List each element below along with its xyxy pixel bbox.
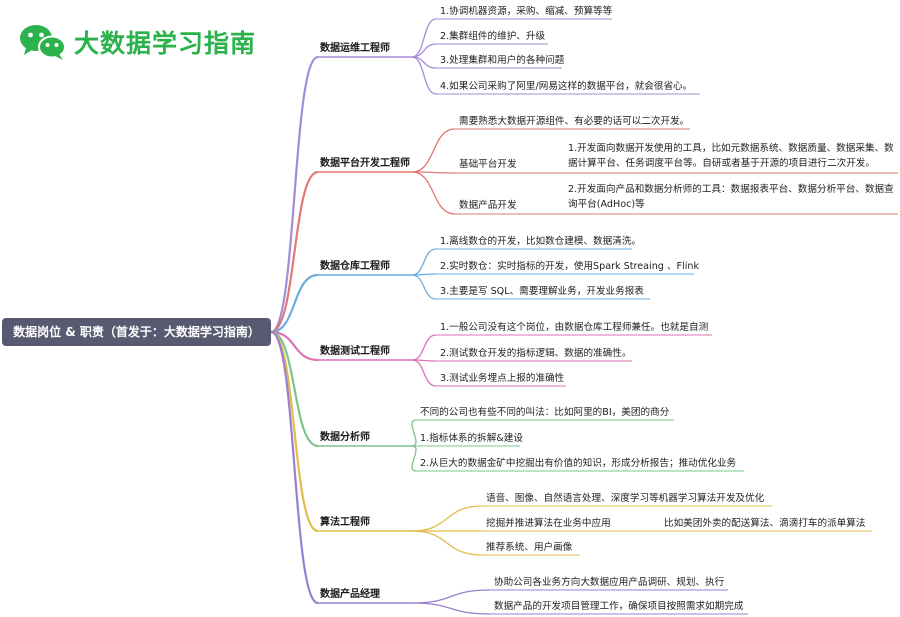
leaf-line-3-2 bbox=[411, 359, 437, 387]
pm-item-2: 数据产品的开发项目管理工作，确保项目按照需求如期完成 bbox=[494, 601, 744, 612]
branch-line-6 bbox=[270, 330, 319, 605]
warehouse-item-2: 2.实时数仓：实时指标的开发，使用Spark Streaing 、Flink bbox=[440, 261, 699, 272]
wechat-icon bbox=[20, 25, 66, 60]
branch-line-4 bbox=[270, 330, 319, 448]
leaf-line-3-0 bbox=[411, 334, 437, 361]
ops-item-1: 1.协调机器资源，采购、缩减、预算等等 bbox=[440, 6, 613, 17]
algo-item-1: 语音、图像、自然语言处理、深度学习等机器学习算法开发及优化 bbox=[486, 493, 765, 504]
ops-item-4: 4.如果公司采购了阿里/网易这样的数据平台，就会很省心。 bbox=[440, 81, 693, 92]
warehouse-item-1: 1.离线数仓的开发，比如数仓建模、数据清洗。 bbox=[440, 236, 642, 247]
leaf-line-1-0 bbox=[411, 128, 456, 173]
platform-sub-base: 基础平台开发 bbox=[459, 159, 517, 170]
analyst-item-intro: 不同的公司也有些不同的叫法：比如阿里的BI，美团的商分 bbox=[420, 407, 670, 418]
role-platform-engineer: 数据平台开发工程师 bbox=[320, 158, 410, 169]
analyst-item-2: 2.从巨大的数据金矿中挖掘出有价值的知识，形成分析报告；推动优化业务 bbox=[420, 458, 737, 469]
leaf-line-6-0 bbox=[411, 589, 491, 604]
role-algorithm-engineer: 算法工程师 bbox=[320, 517, 370, 528]
test-item-2: 2.测试数仓开发的指标逻辑、数据的准确性。 bbox=[440, 348, 632, 359]
role-warehouse-engineer: 数据仓库工程师 bbox=[320, 261, 390, 272]
leaf-line-5-2 bbox=[411, 530, 483, 556]
algo-sub-apply: 挖掘并推进算法在业务中应用 bbox=[486, 518, 611, 529]
platform-item-intro: 需要熟悉大数据开源组件、有必要的话可以二次开发。 bbox=[459, 116, 690, 127]
ops-item-3: 3.处理集群和用户的各种问题 bbox=[440, 55, 565, 66]
role-data-analyst: 数据分析师 bbox=[320, 432, 370, 443]
leaf-line-0-1 bbox=[411, 43, 437, 58]
leaf-line-2-2 bbox=[411, 274, 437, 300]
algo-item-3: 推荐系统、用户画像 bbox=[486, 542, 573, 553]
leaf-line-4-0 bbox=[411, 419, 417, 447]
leaf-line-2-0 bbox=[411, 248, 437, 276]
brand-header: 大数据学习指南 bbox=[18, 22, 256, 62]
ops-item-2: 2.集群组件的维护、升级 bbox=[440, 31, 546, 42]
branch-line-5 bbox=[270, 330, 319, 533]
branch-line-1 bbox=[270, 170, 319, 334]
platform-product-detail: 2.开发面向产品和数据分析师的工具：数据报表平台、数据分析平台、数据查询平台(A… bbox=[568, 184, 894, 210]
test-item-3: 3.测试业务埋点上报的准确性 bbox=[440, 373, 565, 384]
leaf-line-1-1 bbox=[411, 171, 456, 174]
root-topic: 数据岗位 & 职责（首发于：大数据学习指南） bbox=[2, 318, 271, 346]
warehouse-item-3: 3.主要是写 SQL、需要理解业务，开发业务报表 bbox=[440, 286, 644, 297]
pm-item-1: 协助公司各业务方向大数据应用产品调研、规划、执行 bbox=[494, 577, 725, 588]
platform-base-detail: 1.开发面向数据开发使用的工具，比如元数据系统、数据质量、数据采集、数据计算平台… bbox=[568, 143, 894, 169]
leaf-line-6-1 bbox=[411, 602, 491, 615]
algo-apply-detail: 比如美团外卖的配送算法、滴滴打车的派单算法 bbox=[664, 518, 866, 529]
leaf-line-4-2 bbox=[411, 445, 417, 472]
role-test-engineer: 数据测试工程师 bbox=[320, 346, 390, 357]
brand-title: 大数据学习指南 bbox=[74, 29, 257, 58]
leaf-line-0-0 bbox=[411, 18, 437, 58]
branch-line-0 bbox=[270, 55, 319, 334]
platform-sub-product: 数据产品开发 bbox=[459, 200, 517, 211]
leaf-line-1-2 bbox=[411, 171, 456, 215]
leaf-line-5-0 bbox=[411, 505, 483, 532]
analyst-item-1: 1.指标体系的拆解&建设 bbox=[420, 433, 523, 444]
branch-line-3 bbox=[270, 330, 319, 362]
branch-lines bbox=[270, 18, 898, 615]
role-product-manager: 数据产品经理 bbox=[320, 589, 380, 600]
test-item-1: 1.一般公司没有这个岗位，由数据仓库工程师兼任。也就是自测 bbox=[440, 322, 709, 333]
role-ops-engineer: 数据运维工程师 bbox=[320, 43, 390, 54]
leaf-line-0-3 bbox=[411, 56, 437, 95]
branch-line-2 bbox=[270, 273, 319, 334]
